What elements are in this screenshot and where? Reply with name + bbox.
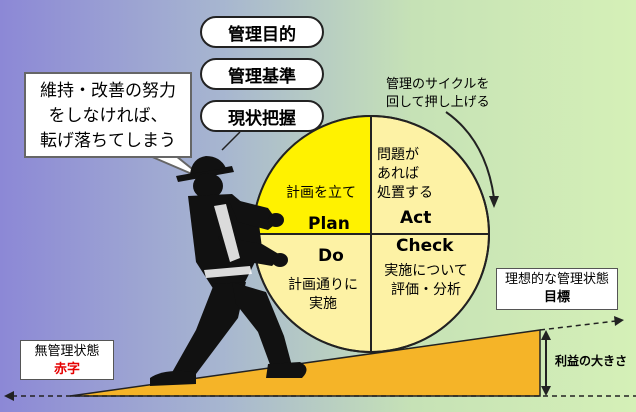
goal-label: 目標 — [543, 290, 570, 305]
ideal-state-label: 理想的な管理状態 — [504, 272, 609, 287]
slope-arrowhead — [614, 316, 624, 326]
check-label: Check — [396, 236, 454, 256]
profit-ramp — [69, 329, 541, 397]
no-management-state-box: 無管理状態 赤字 — [20, 340, 114, 380]
act-description: 問題が あれば 処置する — [377, 146, 433, 203]
cycle-note: 管理のサイクルを 回して押し上げる — [386, 76, 490, 112]
do-label: Do — [318, 246, 344, 266]
slope-extension-dashed — [539, 320, 617, 331]
cycle-note-line: 管理のサイクルを — [386, 77, 490, 92]
pointer-line — [221, 131, 241, 151]
act-description-line: あれば — [377, 166, 419, 182]
do-description: 計画通りに 実施 — [280, 276, 366, 314]
act-description-line: 処置する — [377, 185, 433, 201]
callout-line: をしなければ、 — [48, 106, 168, 126]
worker-harness-detail — [214, 204, 240, 262]
worker-belt-detail — [204, 266, 252, 278]
rotation-arrow — [445, 111, 495, 199]
plan-quadrant — [253, 116, 371, 234]
act-description-line: 問題が — [377, 147, 419, 163]
do-description-line: 計画通りに — [288, 277, 358, 293]
standard-current-status: 現状把握 — [200, 100, 324, 132]
warning-callout: 維持・改善の努力 をしなければ、 転げ落ちてしまう — [24, 72, 192, 158]
profit-size-label: 利益の大きさ — [555, 354, 628, 368]
plan-description: 計画を立て — [286, 185, 356, 201]
act-label: Act — [400, 208, 432, 228]
check-description: 実施について 評価・分析 — [380, 262, 472, 300]
baseline-left-arrowhead — [4, 391, 14, 401]
deficit-label: 赤字 — [53, 362, 80, 377]
callout-line: 転げ落ちてしまう — [40, 131, 176, 151]
rotation-arrowhead — [489, 196, 499, 208]
check-description-line: 実施について — [384, 263, 468, 279]
no-management-label: 無管理状態 — [34, 344, 100, 359]
do-description-line: 実施 — [309, 296, 337, 312]
standard-purpose: 管理目的 — [200, 16, 324, 48]
cycle-note-line: 回して押し上げる — [386, 95, 490, 110]
profit-arrow-top — [541, 330, 551, 340]
callout-line: 維持・改善の努力 — [40, 81, 176, 101]
standard-criteria: 管理基準 — [200, 58, 324, 90]
check-description-line: 評価・分析 — [391, 282, 461, 298]
plan-label: Plan — [308, 214, 350, 234]
profit-arrow-bottom — [541, 386, 551, 396]
ideal-state-box: 理想的な管理状態 目標 — [496, 268, 618, 310]
